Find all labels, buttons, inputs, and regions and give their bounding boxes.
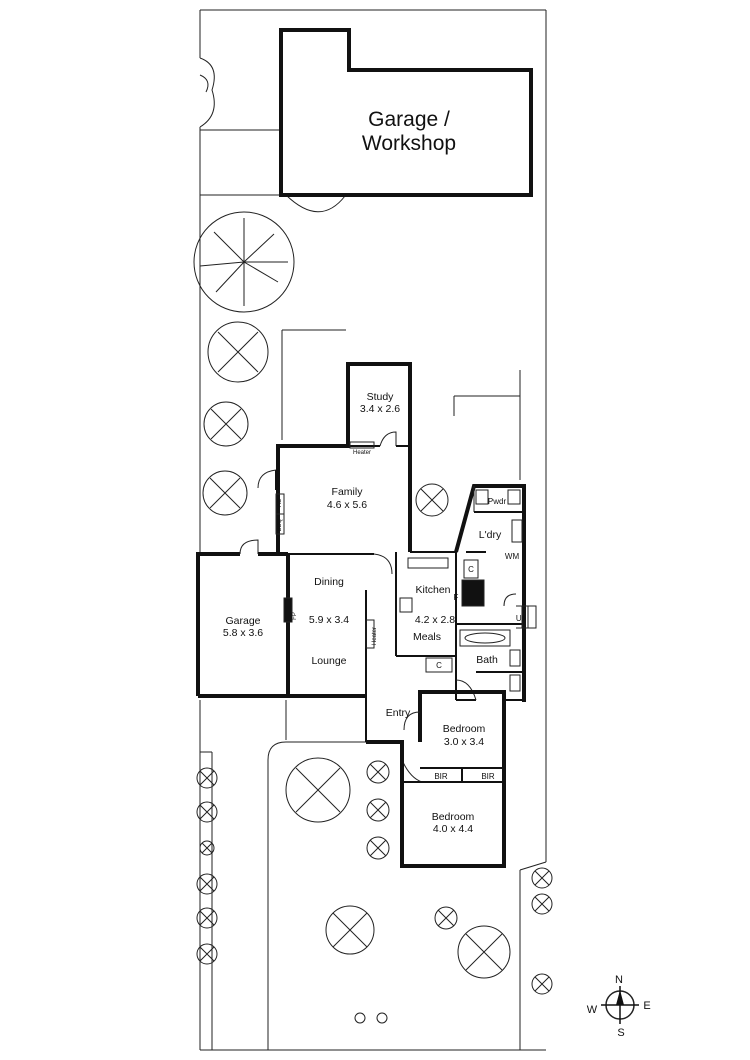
garage-workshop: Garage / Workshop [279,28,533,197]
tree-icon [196,907,218,929]
site-boundary [199,9,547,1051]
study-label: Study [367,391,395,403]
family-label: Family [332,486,364,498]
room-labels: Study 3.4 x 2.6 Heater Family 4.6 x 5.6 … [223,391,527,835]
large-tree-icon [193,211,295,313]
kitchen-label: Kitchen [415,584,450,596]
study-size: 3.4 x 2.6 [360,403,400,415]
heater-label: Heater [372,627,378,645]
living-size: 5.9 x 3.4 [309,614,349,626]
tree-icon [196,873,218,895]
tree-icon [366,760,390,784]
tree-icon [203,401,249,447]
entry-label: Entry [386,707,411,719]
tree-icon [457,925,511,979]
bedroom-label: Bedroom [432,811,475,823]
tree-icon [202,470,248,516]
svg-text:Garage /: Garage / [368,108,450,131]
fireplace-label: FP [292,612,298,620]
compass-north: N [615,974,623,986]
tree-icon [285,757,351,823]
tree-icon [415,483,449,517]
ac-label: AC [277,498,283,507]
compass-east: E [643,1000,650,1012]
tree-icon [196,801,218,823]
tree-icon [376,1012,388,1024]
fixtures [275,441,523,692]
lounge-label: Lounge [311,655,346,667]
bbq-label: BBQ [277,518,283,531]
tree-icon [531,867,553,889]
family-size: 4.6 x 5.6 [327,499,367,511]
tree-icon [531,893,553,915]
bedroom-label: Bedroom [443,723,486,735]
fridge-label: F [454,593,459,602]
tree-icon [434,906,458,930]
bir-label: BIR [481,772,495,781]
tree-icon [196,767,218,789]
garage-label: Garage [225,615,260,627]
steps-label: Up [516,614,527,623]
tree-icon [196,943,218,965]
house-walls [196,362,537,868]
bath-label: Bath [476,654,498,666]
bir-label: BIR [434,772,448,781]
heater-label: Heater [353,450,371,456]
cupboard-label: C [468,565,474,574]
meals-label: Meals [413,631,441,643]
tree-icon [366,836,390,860]
garage-size: 5.8 x 3.6 [223,627,263,639]
svg-text:Workshop: Workshop [362,132,456,155]
cupboard-label: C [436,661,442,670]
tree-icon [354,1012,366,1024]
tree-icon [325,905,375,955]
tree-icon [199,840,215,856]
tree-icons [193,211,553,1024]
tree-icon [207,321,269,383]
tree-icon [531,973,553,995]
wm-label: WM [505,552,520,561]
bedroom-size: 3.0 x 3.4 [444,736,484,748]
laundry-label: L'dry [479,529,502,541]
dining-label: Dining [314,576,344,588]
pwdr-label: Pwdr [488,497,507,506]
tree-icon [366,798,390,822]
compass-west: W [587,1004,598,1016]
bedroom-size: 4.0 x 4.4 [433,823,473,835]
compass-south: S [617,1027,624,1039]
kitchen-size: 4.2 x 2.8 [415,614,455,626]
compass-icon: N E S W [587,974,651,1039]
